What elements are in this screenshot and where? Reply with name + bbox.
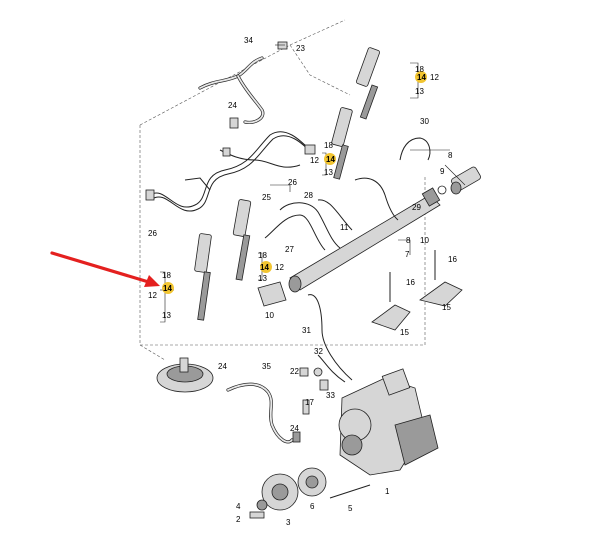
hub-part	[297, 467, 327, 497]
callout-label: 18	[162, 271, 171, 280]
fitting-parts	[292, 367, 329, 443]
callout-label: 2	[236, 515, 241, 524]
brackets	[371, 250, 463, 331]
callout-label: 23	[296, 44, 305, 53]
callout-label: 24	[290, 424, 299, 433]
sprocket-gear	[261, 473, 299, 511]
callout-label: 18	[258, 251, 267, 260]
callout-label: 32	[314, 347, 323, 356]
high-pressure-lines	[264, 137, 431, 383]
callout-label: 10	[420, 236, 429, 245]
callout-label: 22	[290, 367, 299, 376]
highlight-marker	[415, 71, 427, 83]
arrow-shaft	[50, 251, 154, 285]
return-line-top	[198, 41, 288, 129]
callout-label: 15	[442, 303, 451, 312]
injector-top-right	[356, 47, 380, 120]
injector-middle-right	[331, 107, 353, 180]
callout-label: 4	[236, 502, 241, 511]
callout-label: 18	[415, 65, 424, 74]
bolt-part	[229, 117, 239, 129]
highlight-marker	[260, 261, 272, 273]
callout-label: 26	[288, 178, 297, 187]
callout-label: 16	[406, 278, 415, 287]
injector-middle-left	[232, 199, 252, 281]
callout-label: 6	[310, 502, 315, 511]
callout-label: 5	[348, 504, 353, 513]
assembly-outline	[139, 19, 426, 361]
callout-label: 33	[326, 391, 335, 400]
harness-connector	[145, 189, 155, 201]
callout-label: 16	[448, 255, 457, 264]
fuel-rail	[288, 187, 441, 293]
callout-label: 9	[440, 167, 445, 176]
highlight-marker	[162, 282, 174, 294]
highlight-markers	[162, 71, 427, 294]
callout-label: 30	[420, 117, 429, 126]
callout-label: 31	[302, 326, 311, 335]
callout-label: 14	[417, 73, 426, 82]
arrow-head	[144, 275, 160, 287]
red-pointer-arrow	[50, 251, 160, 287]
fuel-filter-housing	[156, 357, 214, 393]
callout-label: 1	[385, 487, 390, 496]
callout-label: 15	[400, 328, 409, 337]
bolts-bottom	[249, 484, 371, 519]
part-10-connector	[257, 281, 287, 307]
callout-label: 10	[265, 311, 274, 320]
harness-connector	[222, 147, 231, 157]
callout-label: 8	[406, 236, 411, 245]
high-pressure-pump	[338, 368, 439, 476]
callout-label: 7	[405, 250, 410, 259]
callout-label: 13	[162, 311, 171, 320]
callout-labels: 34 23 24 18 14 12 13 30 18 12 14 13 8 9 …	[148, 36, 457, 527]
wiring-harness	[145, 131, 316, 212]
callout-label: 14	[163, 284, 172, 293]
return-hose	[226, 382, 294, 444]
callout-label: 28	[304, 191, 313, 200]
callout-label: 13	[415, 87, 424, 96]
callout-label: 35	[262, 362, 271, 371]
callout-label: 17	[305, 398, 314, 407]
callout-label: 24	[228, 101, 237, 110]
harness-connector	[304, 144, 316, 155]
clip-part	[277, 41, 288, 50]
callout-label: 13	[258, 274, 267, 283]
callout-label: 34	[244, 36, 253, 45]
callout-label: 11	[340, 223, 349, 232]
callout-label: 26	[148, 229, 157, 238]
callout-label: 25	[262, 193, 271, 202]
callout-label: 18	[324, 141, 333, 150]
callout-label: 14	[326, 155, 335, 164]
callout-label: 27	[285, 245, 294, 254]
callout-label: 12	[430, 73, 439, 82]
callout-label: 3	[286, 518, 291, 527]
callout-label: 12	[148, 291, 157, 300]
callout-label: 24	[218, 362, 227, 371]
callout-label: 14	[260, 263, 269, 272]
callout-label: 29	[412, 203, 421, 212]
injector-left	[194, 233, 212, 321]
pressure-sensor	[437, 166, 481, 195]
highlight-marker	[324, 153, 336, 165]
callout-label: 8	[448, 151, 453, 160]
callout-label: 12	[275, 263, 284, 272]
callout-label: 13	[324, 168, 333, 177]
callout-label: 12	[310, 156, 319, 165]
